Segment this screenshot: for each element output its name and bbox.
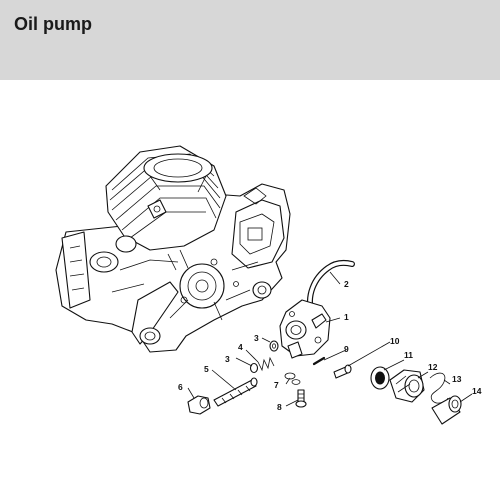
callout-8: 8 [277, 402, 282, 412]
callout-9: 9 [344, 344, 349, 354]
callout-12: 12 [428, 362, 438, 372]
callout-11: 11 [404, 350, 413, 360]
spring-clip-part [429, 372, 449, 404]
callout-2: 2 [344, 279, 349, 289]
engine-crankcase-illustration [55, 145, 291, 353]
callout-7: 7 [274, 380, 279, 390]
leader-lines [187, 271, 473, 407]
washer-part-a [269, 340, 279, 352]
callout-13: 13 [452, 374, 462, 384]
tank-fitting-part [389, 369, 425, 403]
cap-plug-part [187, 395, 211, 415]
worm-shaft-part [213, 377, 258, 407]
page-title: Oil pump [14, 14, 92, 34]
pin-part [312, 356, 326, 366]
oil-pump-part [279, 299, 331, 359]
header-bar: Oil pump [0, 0, 500, 80]
callout-10: 10 [390, 336, 400, 346]
filter-sleeve-part [431, 395, 462, 425]
callout-6: 6 [178, 382, 183, 392]
washer-part-b [249, 362, 259, 374]
callout-14: 14 [472, 386, 482, 396]
spring-part [257, 356, 275, 372]
oil-hose-part [307, 259, 355, 317]
adjusting-screw-part [295, 389, 307, 408]
callout-3b: 3 [225, 354, 230, 364]
callout-1: 1 [344, 312, 349, 322]
callout-3a: 3 [254, 333, 259, 343]
exploded-parts-diagram: 1 2 3 3 4 5 6 7 8 9 10 11 12 13 14 [55, 145, 482, 425]
callout-4: 4 [238, 342, 243, 352]
o-ring-part [284, 372, 301, 385]
callout-5: 5 [204, 364, 209, 374]
seal-washer-part [370, 366, 390, 390]
screw-part [333, 364, 352, 379]
